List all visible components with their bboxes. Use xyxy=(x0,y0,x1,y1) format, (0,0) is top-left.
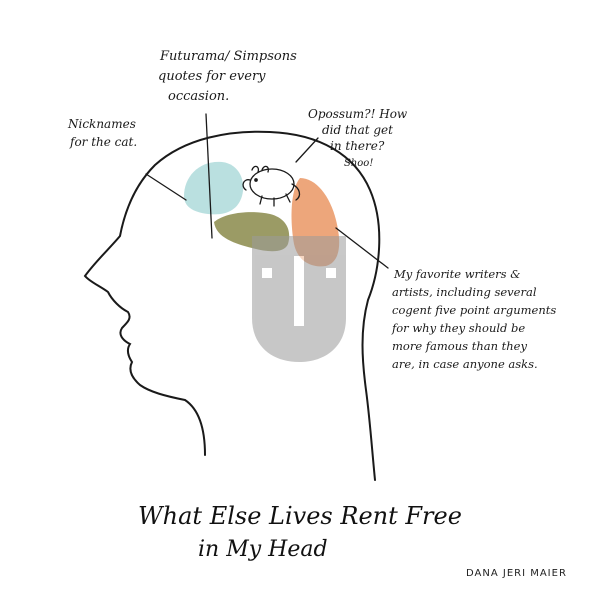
pointer-writers xyxy=(335,227,389,269)
caption-writers-line: for why they should be xyxy=(391,321,525,335)
caption-opossum-line: Opossum?! How xyxy=(308,107,408,121)
artist-signature: DANA JERI MAIER xyxy=(466,568,567,579)
comic-title-line1: What Else Lives Rent Free xyxy=(138,502,462,530)
caption-opossum-line: in there? xyxy=(330,139,385,153)
caption-simpsons-line: Futurama/ Simpsons xyxy=(159,49,297,64)
caption-nicknames-line: for the cat. xyxy=(69,135,137,149)
caption-simpsons-line: quotes for every xyxy=(158,69,266,84)
blob-cat-nicknames xyxy=(184,161,244,215)
watermark-logo xyxy=(252,236,346,362)
pointer-nicknames xyxy=(145,173,187,201)
caption-opossum: Opossum?! How did that get in there? Sho… xyxy=(308,107,411,169)
opossum-drawing xyxy=(242,165,301,207)
caption-simpsons: Futurama/ Simpsons quotes for every occa… xyxy=(158,49,301,104)
caption-opossum-line: did that get xyxy=(322,123,393,137)
caption-writers-line: are, in case anyone asks. xyxy=(392,357,538,371)
caption-simpsons-line: occasion. xyxy=(168,89,229,104)
pointer-simpsons xyxy=(205,113,213,239)
caption-writers-line: artists, including several xyxy=(392,285,537,299)
pointer-lines xyxy=(145,113,389,269)
caption-opossum-line: Shoo! xyxy=(344,158,373,169)
head-profile-outline xyxy=(83,130,381,481)
caption-writers-line: My favorite writers & xyxy=(393,267,520,281)
caption-writers: My favorite writers & artists, including… xyxy=(391,267,560,371)
caption-writers-line: cogent five point arguments xyxy=(392,303,556,317)
comic-title-line2: in My Head xyxy=(198,537,328,562)
caption-nicknames-line: Nicknames xyxy=(67,117,136,131)
caption-writers-line: more famous than they xyxy=(392,339,527,353)
caption-nicknames: Nicknames for the cat. xyxy=(67,117,140,149)
pointer-opossum xyxy=(295,137,319,163)
